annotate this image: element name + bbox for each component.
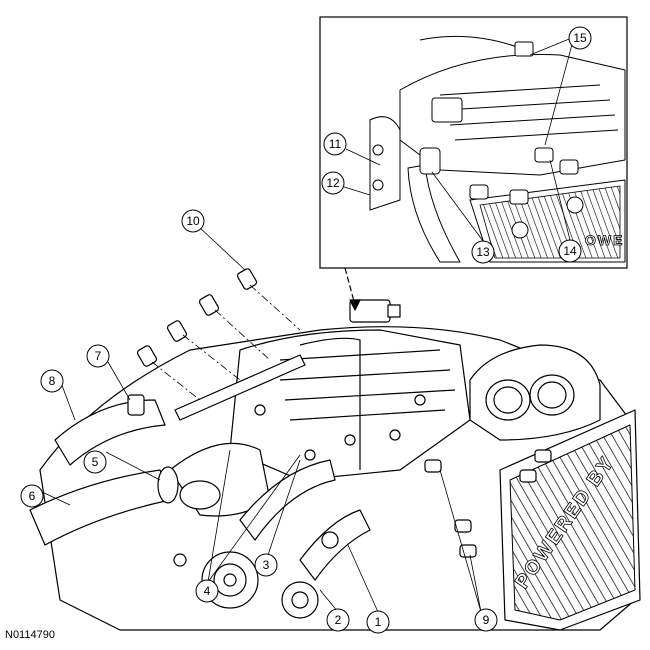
callout-8: 8 bbox=[40, 369, 64, 393]
svg-text:3: 3 bbox=[263, 558, 270, 572]
sensor-connector-top bbox=[349, 299, 401, 323]
svg-text:15: 15 bbox=[573, 31, 587, 45]
inset-hose bbox=[407, 164, 461, 263]
svg-text:2: 2 bbox=[335, 613, 342, 627]
callout-14: 14 bbox=[558, 239, 582, 263]
hose-clamp-7 bbox=[127, 394, 145, 416]
svg-text:14: 14 bbox=[563, 244, 577, 258]
svg-text:11: 11 bbox=[329, 137, 342, 151]
hose-8 bbox=[54, 399, 166, 466]
callout-4: 4 bbox=[195, 579, 219, 603]
svg-text:9: 9 bbox=[483, 613, 490, 627]
callout-leaders bbox=[41, 36, 575, 613]
svg-text:1: 1 bbox=[375, 615, 382, 629]
callout-11: 11 bbox=[323, 132, 347, 156]
callout-2: 2 bbox=[326, 608, 350, 632]
callout-15: 15 bbox=[568, 26, 592, 50]
callout-10: 10 bbox=[181, 209, 205, 233]
svg-text:8: 8 bbox=[49, 374, 56, 388]
injector-connectors-right bbox=[424, 449, 552, 558]
main-engine-view: POWERED BY bbox=[29, 267, 641, 631]
assembly-lines bbox=[151, 284, 301, 401]
inset-pointer-arrow bbox=[349, 299, 361, 311]
inset-cover-text: OWE bbox=[585, 232, 624, 248]
callout-3: 3 bbox=[254, 553, 278, 577]
inset-bracket bbox=[369, 116, 401, 211]
svg-text:7: 7 bbox=[95, 349, 102, 363]
callout-5: 5 bbox=[83, 450, 107, 474]
callout-7: 7 bbox=[86, 344, 110, 368]
bolts bbox=[173, 394, 426, 567]
lower-pulley bbox=[281, 581, 319, 619]
inset-top-connector bbox=[431, 97, 463, 123]
inset-connector-13 bbox=[419, 147, 441, 175]
callout-12: 12 bbox=[321, 171, 345, 195]
fuel-rail-left bbox=[174, 354, 306, 421]
svg-text:10: 10 bbox=[186, 214, 200, 228]
svg-text:12: 12 bbox=[326, 176, 340, 190]
inset-pointer-line bbox=[344, 267, 356, 306]
hose-clamp-5 bbox=[157, 466, 179, 504]
svg-text:13: 13 bbox=[476, 245, 490, 259]
inset-supercharger bbox=[399, 53, 626, 176]
coolant-outlet bbox=[169, 442, 271, 517]
inset-detail: OWE bbox=[319, 16, 628, 269]
heater-hose bbox=[239, 459, 336, 541]
figure-id: N0114790 bbox=[5, 629, 55, 641]
svg-text:5: 5 bbox=[92, 455, 99, 469]
callout-6: 6 bbox=[20, 484, 44, 508]
svg-text:4: 4 bbox=[204, 584, 211, 598]
callout-1: 1 bbox=[366, 610, 390, 634]
injector-connectors-left bbox=[136, 268, 258, 367]
callout-13: 13 bbox=[471, 240, 495, 264]
callout-9: 9 bbox=[474, 608, 498, 632]
callout-bubbles: 1 2 3 4 5 6 7 bbox=[20, 26, 592, 634]
svg-text:6: 6 bbox=[29, 489, 36, 503]
throttle-body bbox=[469, 344, 601, 441]
